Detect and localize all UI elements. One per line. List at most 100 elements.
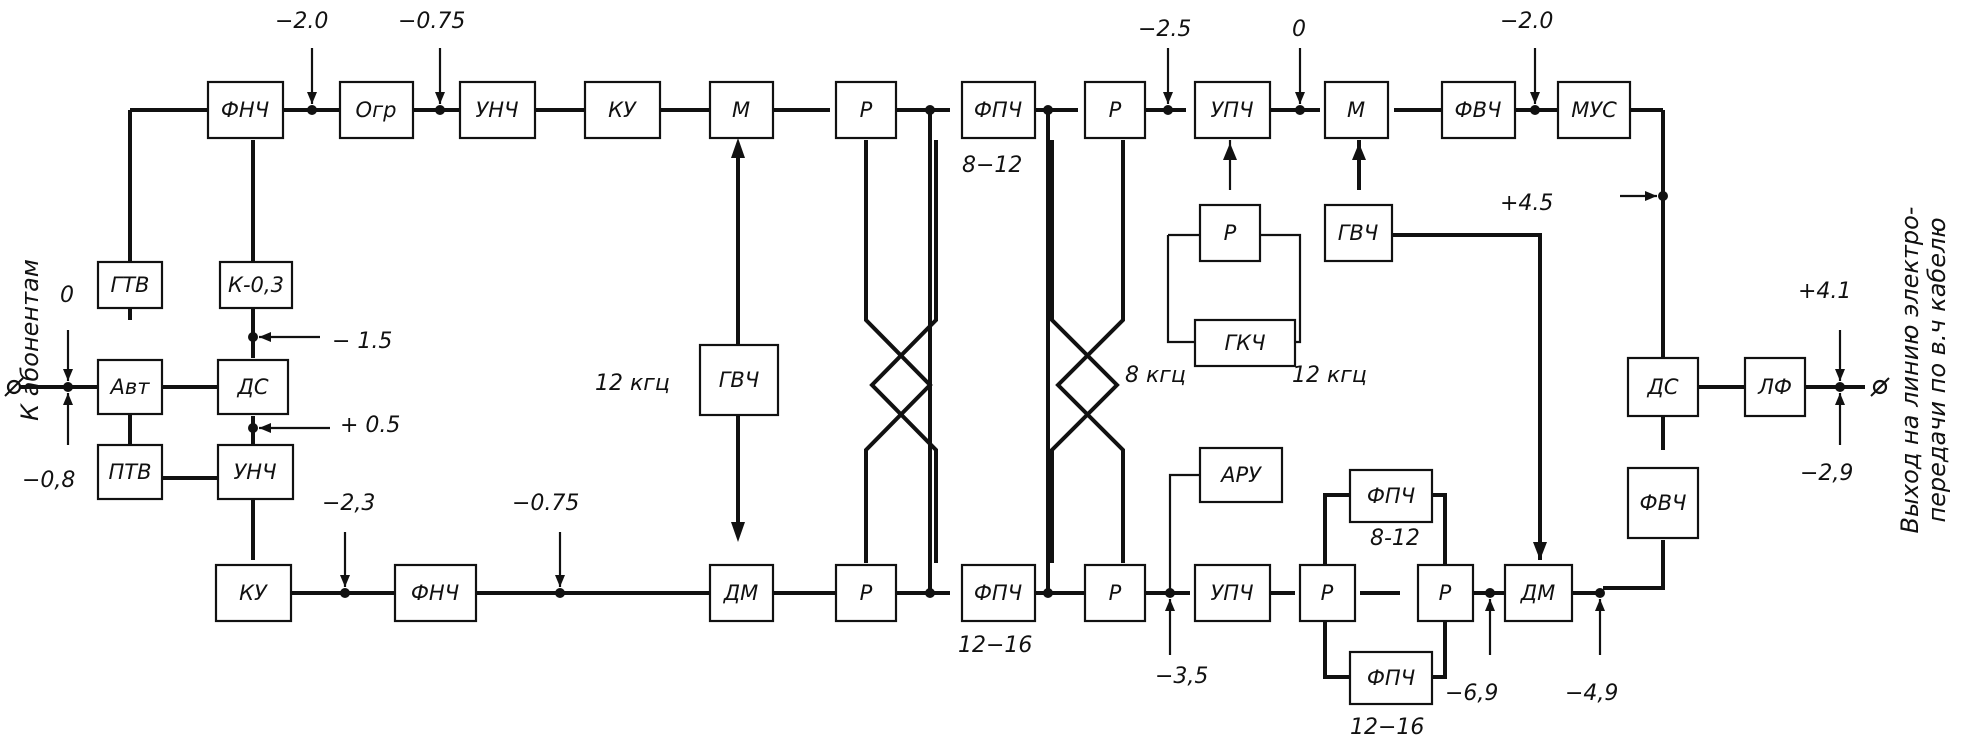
block-fpch-lower: ФПЧ	[1348, 650, 1434, 706]
svg-text:К-0,3: К-0,3	[228, 273, 284, 297]
arrows	[731, 138, 1547, 560]
level-label: −0,8	[22, 468, 75, 493]
junctions	[63, 105, 1845, 598]
svg-text:УНЧ: УНЧ	[234, 460, 277, 484]
svg-text:АРУ: АРУ	[1219, 463, 1262, 487]
block-mus: МУС	[1556, 80, 1632, 140]
output-side-label-line2: передачи по в.ч кабелю	[1923, 217, 1951, 522]
block-r-top2: Р	[1083, 80, 1147, 140]
block-r-bot1: Р	[834, 563, 898, 623]
svg-text:ФНЧ: ФНЧ	[221, 98, 269, 122]
svg-text:М: М	[1347, 98, 1365, 122]
level-label: −2,3	[322, 491, 375, 516]
filter-range-label: 12−16	[1350, 715, 1424, 738]
block-m-top: М	[708, 80, 775, 140]
frequency-label: 8 кгц	[1125, 363, 1186, 388]
level-label: 0	[1292, 17, 1306, 42]
block-r-bot4: Р	[1416, 563, 1475, 623]
filter-range-label: 8-12	[1370, 526, 1420, 551]
block-ku-top: КУ	[583, 80, 662, 140]
svg-text:ДМ: ДМ	[1520, 581, 1556, 605]
svg-text:ФВЧ: ФВЧ	[1640, 491, 1687, 515]
block-ku-bot: КУ	[214, 563, 293, 623]
svg-text:ГВЧ: ГВЧ	[719, 368, 760, 392]
block-gvch-right: ГВЧ	[1323, 203, 1394, 263]
block-ptv: ПТВ	[96, 443, 164, 501]
svg-text:Р: Р	[1109, 98, 1122, 122]
block-r-bot2: Р	[1083, 563, 1147, 623]
svg-text:Р: Р	[1321, 581, 1334, 605]
output-terminal	[1870, 377, 1890, 397]
level-label: −4,9	[1565, 681, 1618, 706]
block-aru: АРУ	[1198, 446, 1284, 504]
block-fvch-right: ФВЧ	[1626, 466, 1700, 540]
block-gkch: ГКЧ	[1193, 318, 1297, 368]
block-avt: Авт	[96, 358, 164, 416]
block-ogr: Огр	[338, 80, 415, 140]
level-label: − 1.5	[332, 329, 392, 354]
block-dm-right: ДМ	[1503, 563, 1574, 623]
level-label: −2.0	[1500, 9, 1553, 34]
level-label: −0.75	[512, 491, 579, 516]
svg-text:ФВЧ: ФВЧ	[1455, 98, 1502, 122]
svg-text:М: М	[732, 98, 750, 122]
svg-text:ФПЧ: ФПЧ	[1367, 666, 1415, 690]
svg-text:МУС: МУС	[1571, 98, 1617, 122]
block-fpch-bot: ФПЧ	[960, 563, 1037, 623]
level-label: −0.75	[398, 9, 465, 34]
filter-range-label: 12−16	[958, 633, 1032, 658]
block-fpch-top: ФПЧ	[960, 80, 1037, 140]
svg-text:КУ: КУ	[239, 581, 268, 605]
frequency-label: 12 кгц	[595, 371, 670, 396]
svg-text:ДС: ДС	[1646, 375, 1678, 399]
level-indicators	[63, 48, 1845, 655]
block-r-bot3: Р	[1298, 563, 1357, 623]
svg-text:ДМ: ДМ	[723, 581, 759, 605]
svg-text:УПЧ: УПЧ	[1211, 98, 1254, 122]
svg-text:Р: Р	[860, 98, 873, 122]
block-unch-left: УНЧ	[216, 443, 295, 501]
svg-text:Р: Р	[860, 581, 873, 605]
svg-text:Р: Р	[1109, 581, 1122, 605]
block-gtv: ГТВ	[96, 260, 164, 310]
svg-text:УПЧ: УПЧ	[1211, 581, 1254, 605]
block-m-top2: М	[1323, 80, 1390, 140]
svg-text:Авт: Авт	[109, 375, 151, 399]
block-r-top1: Р	[834, 80, 898, 140]
svg-text:УНЧ: УНЧ	[476, 98, 519, 122]
level-label: −2.0	[275, 9, 328, 34]
svg-text:ДС: ДС	[236, 375, 268, 399]
block-unch-top: УНЧ	[458, 80, 537, 140]
svg-text:ГКЧ: ГКЧ	[1224, 331, 1265, 355]
svg-text:Р: Р	[1224, 221, 1237, 245]
block-upch-bot: УПЧ	[1193, 563, 1272, 623]
svg-text:КУ: КУ	[608, 98, 637, 122]
level-label: −2,9	[1800, 461, 1853, 486]
block-lf: ЛФ	[1743, 356, 1807, 418]
level-label: +4.5	[1500, 191, 1553, 216]
level-label: −2.5	[1138, 17, 1191, 42]
level-label: +4.1	[1798, 279, 1851, 304]
block-upch-top: УПЧ	[1193, 80, 1272, 140]
svg-text:ГВЧ: ГВЧ	[1338, 221, 1379, 245]
svg-text:ГТВ: ГТВ	[111, 273, 150, 297]
level-label: 0	[60, 283, 74, 308]
block-ds-right: ДС	[1626, 356, 1700, 418]
level-label: −6,9	[1445, 681, 1498, 706]
block-ds-left: ДС	[216, 358, 290, 416]
svg-text:Р: Р	[1439, 581, 1452, 605]
block-fvch-top: ФВЧ	[1440, 80, 1517, 140]
svg-text:ФПЧ: ФПЧ	[974, 581, 1022, 605]
level-label: −3,5	[1155, 664, 1208, 689]
block-r-osc: Р	[1198, 203, 1262, 263]
output-side-label-line1: Выход на линию электро-	[1896, 207, 1924, 534]
filter-range-label: 8−12	[962, 153, 1022, 178]
subscribers-side-label: К абонентам	[16, 259, 44, 421]
svg-text:Огр: Огр	[356, 98, 397, 122]
block-gvch-mid: ГВЧ	[698, 343, 780, 417]
frequency-label: 12 кгц	[1292, 363, 1367, 388]
svg-text:ЛФ: ЛФ	[1757, 375, 1792, 399]
block-dm-left: ДМ	[708, 563, 775, 623]
svg-text:ФНЧ: ФНЧ	[411, 581, 459, 605]
